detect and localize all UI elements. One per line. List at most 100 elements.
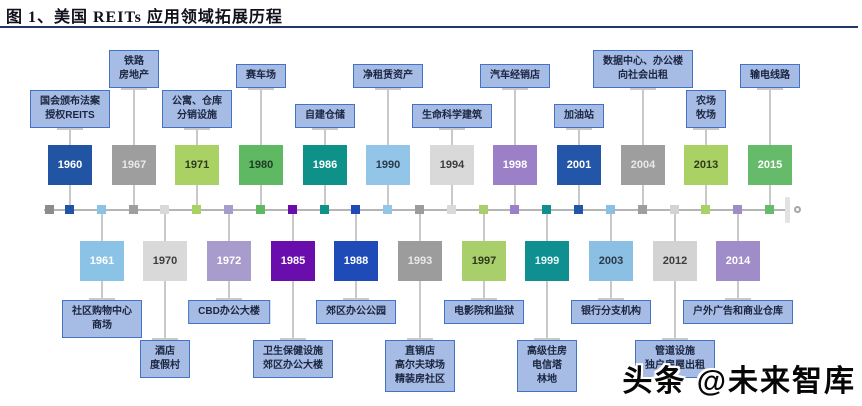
milestone-label-line: 高级住房	[527, 346, 567, 357]
milestone-label-line: 农场	[696, 96, 716, 107]
timeline-year-marker	[97, 205, 106, 214]
milestone-connector-cap	[471, 298, 497, 300]
milestone-connector-cap	[152, 338, 178, 340]
timeline-year-marker	[256, 205, 265, 214]
milestone-label: 公寓、仓库分销设施	[162, 90, 232, 128]
year-box: 1998	[493, 145, 537, 185]
milestone-label: 数据中心、办公楼向社会出租	[593, 50, 693, 88]
milestone-label-line: 户外广告和商业仓库	[693, 306, 783, 317]
timeline-year-marker	[638, 205, 647, 214]
figure-title: 图 1、美国 REITs 应用领域拓展历程	[6, 9, 283, 26]
year-box: 1972	[207, 241, 251, 281]
milestone-label: 管道设施独户房屋出租	[635, 340, 715, 378]
milestone-label-line: 分销设施	[177, 110, 217, 121]
timeline-year-marker	[129, 205, 138, 214]
timeline-year-marker	[320, 205, 329, 214]
milestone-label-line: 房地产	[119, 70, 149, 81]
timeline-end-bar	[785, 197, 790, 223]
milestone-connector-cap	[534, 338, 560, 340]
milestone-connector-cap	[121, 88, 147, 90]
timeline-year-marker	[415, 205, 424, 214]
timeline-year-marker	[479, 205, 488, 214]
timeline-year-marker	[510, 205, 519, 214]
year-box: 1970	[143, 241, 187, 281]
timeline-year-marker	[606, 205, 615, 214]
figure-header: 图 1、美国 REITs 应用领域拓展历程	[0, 0, 862, 30]
milestone-connector-cap	[280, 338, 306, 340]
milestone-connector-cap	[502, 88, 528, 90]
timeline-year-marker	[542, 205, 551, 214]
year-box: 2004	[621, 145, 665, 185]
milestone-label: 农场牧场	[686, 90, 726, 128]
milestone-label: 卫生保健设施郊区办公大楼	[253, 340, 333, 378]
timeline-year-marker	[670, 205, 679, 214]
milestone-label-line: 汽车经销店	[490, 70, 540, 81]
milestone-connector-cap	[598, 298, 624, 300]
milestone-label-line: 银行分支机构	[581, 306, 641, 317]
timeline-year-marker	[192, 205, 201, 214]
milestone-label-line: 林地	[537, 374, 557, 385]
milestone-connector-cap	[89, 298, 115, 300]
timeline-year-marker	[288, 205, 297, 214]
milestone-label-line: 精装房社区	[395, 374, 445, 385]
timeline-year-marker	[224, 205, 233, 214]
timeline-year-marker	[733, 205, 742, 214]
watermark: 头条 @未来智库	[622, 365, 856, 398]
year-box: 2013	[684, 145, 728, 185]
year-box: 1999	[525, 241, 569, 281]
timeline-year-marker	[447, 205, 456, 214]
milestone-connector-cap	[757, 88, 783, 90]
milestone-connector-cap	[407, 338, 433, 340]
title-underline	[0, 26, 858, 28]
timeline-end-circle	[794, 206, 801, 213]
year-box: 2003	[589, 241, 633, 281]
milestone-label-line: 国会颁布法案	[40, 96, 100, 107]
milestone-connector-cap	[630, 88, 656, 90]
year-box: 1971	[175, 145, 219, 185]
milestone-label-line: 直销店	[405, 346, 435, 357]
milestone-connector-cap	[343, 298, 369, 300]
year-box: 1980	[239, 145, 283, 185]
milestone-label: 输电线路	[740, 64, 800, 88]
timeline-year-marker	[701, 205, 710, 214]
milestone-label: 铁路房地产	[109, 50, 159, 88]
milestone-label-line: 净租赁资产	[363, 70, 413, 81]
milestone-label: 赛车场	[236, 64, 286, 88]
year-box: 1961	[80, 241, 124, 281]
timeline-year-marker	[383, 205, 392, 214]
milestone-label-line: CBD办公大楼	[198, 306, 260, 317]
milestone-connector-cap	[248, 88, 274, 90]
milestone-connector-cap	[216, 298, 242, 300]
year-box: 2012	[653, 241, 697, 281]
milestone-label-line: 度假村	[150, 360, 180, 371]
milestone-label: 直销店高尔夫球场精装房社区	[385, 340, 455, 392]
milestone-connector-cap	[184, 128, 210, 130]
year-box: 1960	[48, 145, 92, 185]
milestone-label-line: 铁路	[124, 56, 144, 67]
milestone-label-line: 公寓、仓库	[172, 96, 222, 107]
year-box: 2015	[748, 145, 792, 185]
milestone-label-line: 郊区办公公园	[326, 306, 386, 317]
year-box: 2001	[557, 145, 601, 185]
milestone-label-line: 电信塔	[532, 360, 562, 371]
milestone-connector-cap	[662, 338, 688, 340]
milestone-label-line: 生命科学建筑	[422, 110, 482, 121]
milestone-label-line: 酒店	[155, 346, 175, 357]
milestone-label: 净租赁资产	[353, 64, 423, 88]
milestone-label: 电影院和监狱	[444, 300, 524, 324]
year-box: 1994	[430, 145, 474, 185]
milestone-connector-cap	[693, 128, 719, 130]
milestone-label-line: 向社会出租	[618, 70, 668, 81]
milestone-connector-cap	[375, 88, 401, 90]
milestone-label: 酒店度假村	[140, 340, 190, 378]
year-box: 1988	[334, 241, 378, 281]
milestone-label: 汽车经销店	[480, 64, 550, 88]
year-box: 1967	[112, 145, 156, 185]
year-box: 2014	[716, 241, 760, 281]
timeline-year-marker	[765, 205, 774, 214]
milestone-label-line: 电影院和监狱	[454, 306, 514, 317]
milestone-label: 自建仓储	[295, 104, 355, 128]
milestone-label-line: 商场	[92, 320, 112, 331]
year-box: 1985	[271, 241, 315, 281]
